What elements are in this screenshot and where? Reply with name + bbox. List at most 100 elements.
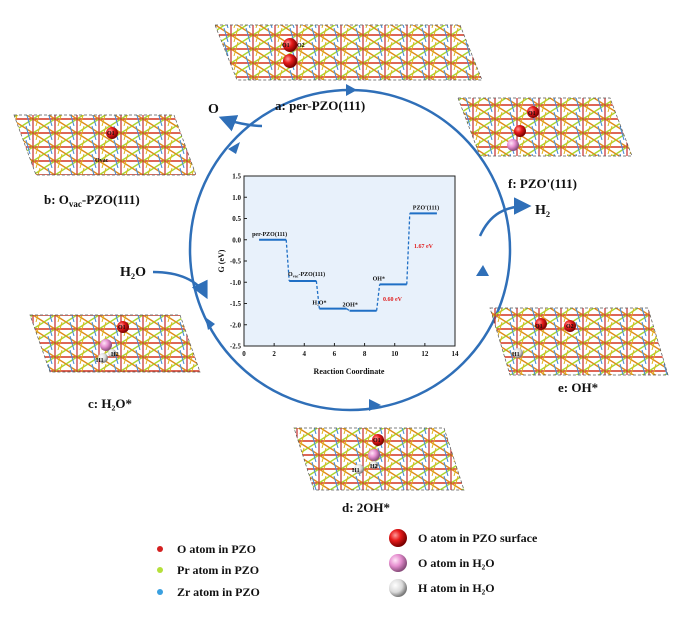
y-tick-label-8: -2.5 bbox=[230, 343, 242, 351]
level-connector-3 bbox=[346, 308, 350, 312]
x-axis-label: Reaction Coordinate bbox=[314, 367, 385, 376]
arrowhead-lower-left bbox=[205, 317, 215, 330]
legend-o-pzo-label: O atom in PZO bbox=[177, 542, 256, 556]
legend-h-h2o-label: H atom in H₂O bbox=[418, 581, 495, 595]
level-label-2: H₂O* bbox=[312, 301, 326, 307]
panel-c-label: c: H₂O* bbox=[88, 396, 132, 411]
y-tick-label-6: -1.5 bbox=[230, 300, 242, 308]
o2-atom bbox=[283, 54, 297, 68]
h1-atom-d bbox=[354, 464, 364, 474]
o1-atom-d bbox=[372, 434, 384, 446]
structure-d: O1 H1 H2 bbox=[293, 427, 465, 491]
h2-release-arrow bbox=[478, 197, 532, 237]
panel-d-label: d: 2OH* bbox=[342, 500, 390, 515]
x-tick-label-4: 8 bbox=[363, 350, 367, 358]
h2o-adsorb-arrow bbox=[152, 270, 208, 300]
y-tick-label-3: 0.0 bbox=[232, 236, 241, 244]
legend-o-surface-label: O atom in PZO surface bbox=[418, 531, 538, 545]
arrowhead-top bbox=[346, 84, 357, 96]
y-tick-label-7: -2.0 bbox=[230, 321, 242, 329]
level-connector-5 bbox=[406, 213, 411, 285]
y-tick-label-0: 1.5 bbox=[232, 173, 241, 181]
o2-tag: O2 bbox=[297, 43, 305, 49]
h2-atom-d bbox=[370, 461, 378, 469]
o1-tag-d: O1 bbox=[373, 438, 381, 444]
o1-atom-f bbox=[527, 106, 539, 118]
h2-output-label: H₂ bbox=[535, 203, 550, 218]
o1-atom bbox=[283, 38, 297, 52]
level-label-3: 2OH* bbox=[343, 303, 358, 309]
legend-right: O atom in PZO surface O atom in H₂O H at… bbox=[389, 529, 538, 597]
level-label-0: per-PZO(111) bbox=[252, 231, 287, 238]
h2o-input-label: H₂O bbox=[120, 265, 146, 280]
y-tick-label-1: 1.0 bbox=[232, 194, 241, 202]
o1-atom-b bbox=[106, 127, 118, 139]
o1-atom-c bbox=[117, 321, 129, 333]
legend-zr-pzo-label: Zr atom in PZO bbox=[177, 585, 260, 599]
y-tick-label-5: -1.0 bbox=[230, 279, 242, 287]
ovac-tag: Ovac bbox=[95, 158, 109, 164]
o2-tag-e: O2 bbox=[566, 324, 574, 330]
legend-pr-pzo-label: Pr atom in PZO bbox=[177, 563, 259, 577]
o-release-arrow bbox=[218, 115, 263, 132]
panel-f-label: f: PZO'(111) bbox=[508, 176, 577, 191]
x-tick-label-2: 4 bbox=[303, 350, 307, 358]
h1-atom-c bbox=[98, 353, 108, 363]
structure-a: O1 O2 bbox=[214, 24, 483, 81]
structure-b: O1 Ovac bbox=[13, 114, 197, 176]
level-connector-4 bbox=[375, 284, 381, 311]
arrowhead-left bbox=[228, 142, 240, 154]
chart-plot-area bbox=[243, 175, 456, 347]
level-connector-1 bbox=[285, 239, 290, 282]
o1-tag-c: O1 bbox=[118, 325, 126, 331]
panel-a-label: a: per-PZO(111) bbox=[275, 98, 365, 113]
barrier-annotation-1: 0.60 eV bbox=[383, 297, 403, 303]
legend-left: O atom in PZO Pr atom in PZO Zr atom in … bbox=[157, 542, 260, 599]
y-tick-label-4: -0.5 bbox=[230, 258, 242, 266]
o2-atom-e bbox=[564, 320, 576, 332]
legend-h-h2o-swatch bbox=[389, 579, 407, 597]
cycle-arrowheads bbox=[205, 84, 489, 411]
h2-tag-c: H2 bbox=[111, 352, 119, 358]
water-o-atom-d bbox=[368, 449, 380, 461]
structure-c: O1 H1 H2 bbox=[29, 314, 201, 373]
y-tick-label-2: 0.5 bbox=[232, 215, 241, 223]
x-tick-label-1: 2 bbox=[272, 350, 276, 358]
h1-tag-e: H1 bbox=[512, 352, 520, 358]
o1-tag-f: O1 bbox=[528, 111, 536, 117]
h2-atom-c bbox=[108, 349, 116, 357]
level-label-ovac: Ovac-PZO(111) bbox=[288, 271, 325, 279]
o1-atom-e bbox=[535, 318, 547, 330]
x-tick-label-0: 0 bbox=[242, 350, 246, 358]
chart-levels: per-PZO(111) H₂O* 2OH* OH* PZO'(111) bbox=[252, 204, 439, 312]
legend-zr-pzo-swatch bbox=[157, 589, 163, 595]
legend-o-pzo-swatch bbox=[157, 546, 163, 552]
legend-o-surface-swatch bbox=[389, 529, 407, 547]
structure-f: O1 bbox=[457, 97, 633, 157]
legend-pr-pzo-swatch bbox=[157, 567, 163, 573]
x-tick-label-6: 12 bbox=[421, 350, 429, 358]
level-label-5: PZO'(111) bbox=[413, 204, 439, 211]
panel-b-label: b: Ovac-PZO(111) bbox=[44, 192, 140, 209]
o1-tag: O1 bbox=[282, 43, 290, 49]
legend-o-h2o-swatch bbox=[389, 554, 407, 572]
panel-e-label: e: OH* bbox=[558, 380, 598, 395]
level-label-4: OH* bbox=[373, 276, 385, 282]
x-tick-label-7: 14 bbox=[452, 350, 460, 358]
h1-tag-c: H1 bbox=[96, 358, 104, 364]
x-tick-label-3: 6 bbox=[333, 350, 337, 358]
o-release-label: O bbox=[208, 102, 219, 117]
o1-tag-b: O1 bbox=[107, 131, 115, 137]
h1-tag-d: H1 bbox=[352, 468, 360, 474]
h1-atom-e bbox=[513, 348, 523, 358]
arrowhead-right bbox=[476, 265, 489, 276]
legend-o-h2o-label: O atom in H₂O bbox=[418, 556, 495, 570]
o1-tag-e: O1 bbox=[535, 324, 543, 330]
arrowhead-bottom bbox=[369, 399, 381, 411]
y-axis-label: G (eV) bbox=[217, 249, 226, 272]
structure-e: O1 O2 H1 bbox=[489, 307, 669, 376]
water-o-atom-f bbox=[507, 139, 519, 151]
